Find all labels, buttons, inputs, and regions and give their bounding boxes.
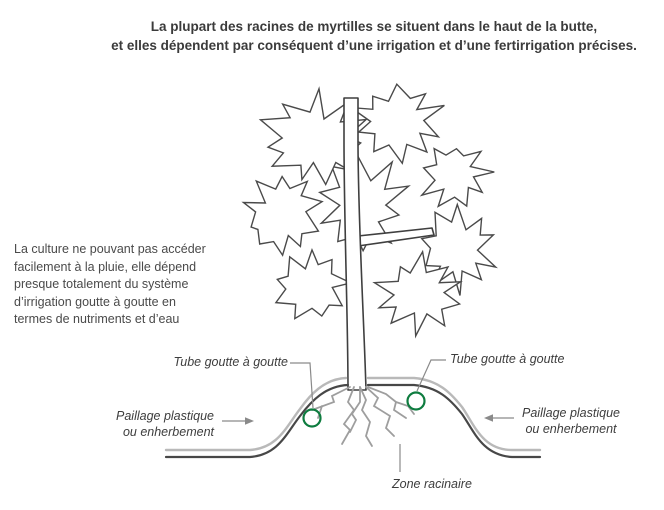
foliage-cluster bbox=[317, 154, 411, 253]
arrow-left-icon bbox=[484, 414, 493, 422]
label-paillage-left-line1: Paillage plastique bbox=[116, 409, 214, 423]
mound-outline-left bbox=[164, 383, 350, 459]
label-paillage-left-line2: ou enherbement bbox=[122, 424, 214, 439]
mulch-line-right bbox=[366, 376, 542, 452]
leader-tube-left bbox=[290, 362, 314, 409]
leader-tube-right bbox=[416, 359, 446, 392]
foliage-cluster bbox=[241, 175, 324, 257]
side-note-line: presque totalement du système bbox=[14, 277, 189, 291]
label-tube-right: Tube goutte à goutte bbox=[450, 352, 565, 366]
label-zone-racinaire: Zone racinaire bbox=[392, 477, 472, 491]
title-line-2: et elles dépendent par conséquent d’une … bbox=[111, 38, 637, 53]
tree-foliage bbox=[241, 82, 498, 339]
foliage-cluster bbox=[274, 247, 353, 320]
title-line-1: La plupart des racines de myrtilles se s… bbox=[150, 19, 598, 34]
arrow-right-icon bbox=[245, 417, 254, 425]
side-note-line: termes de nutriments et d’eau bbox=[14, 312, 180, 326]
mound-outline-right bbox=[366, 383, 542, 459]
side-note-line: La culture ne pouvant pas accéder bbox=[14, 242, 206, 256]
label-paillage-left: Paillage plastique ou enherbement bbox=[96, 409, 214, 440]
side-note-line: d’irrigation goutte à goutte en bbox=[14, 294, 176, 309]
mulch-line-left bbox=[164, 376, 348, 452]
label-paillage-right-line1: Paillage plastique bbox=[522, 406, 620, 420]
side-note: La culture ne pouvant pas accéder facile… bbox=[14, 241, 238, 329]
foliage-cluster bbox=[348, 82, 445, 165]
label-paillage-right-line2: ou enherbement bbox=[525, 421, 617, 436]
side-note-line: facilement à la pluie, elle dépend bbox=[14, 259, 197, 274]
label-tube-left: Tube goutte à goutte bbox=[173, 355, 288, 369]
foliage-cluster bbox=[372, 249, 463, 339]
foliage-cluster bbox=[419, 147, 495, 208]
tree-trunk bbox=[343, 97, 367, 391]
label-paillage-right: Paillage plastique ou enherbement bbox=[518, 406, 624, 437]
page-title: La plupart des racines de myrtilles se s… bbox=[84, 17, 664, 55]
drip-tube-right-icon bbox=[406, 391, 426, 411]
root-system bbox=[311, 386, 415, 447]
drip-tube-left-icon bbox=[302, 408, 322, 428]
